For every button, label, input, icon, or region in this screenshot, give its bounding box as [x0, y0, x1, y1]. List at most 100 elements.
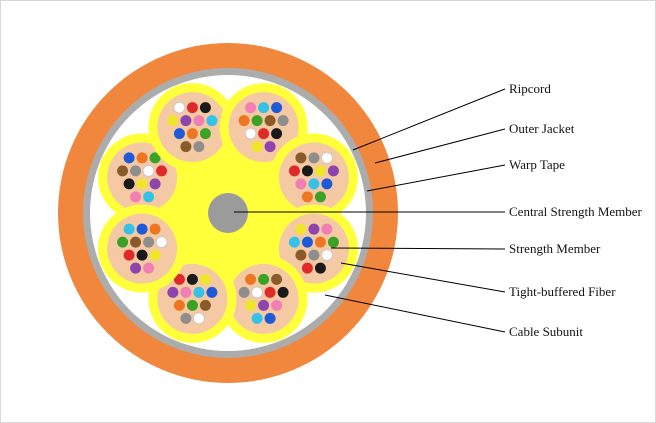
tight-buffered-fiber	[264, 141, 276, 153]
tight-buffered-fiber	[186, 128, 198, 140]
tight-buffered-fiber	[288, 236, 300, 248]
tight-buffered-fiber	[136, 152, 148, 164]
tight-buffered-fiber	[186, 102, 198, 114]
tight-buffered-fiber	[308, 152, 320, 164]
tight-buffered-fiber	[321, 223, 333, 235]
tight-buffered-fiber	[314, 236, 326, 248]
tight-buffered-fiber	[301, 262, 313, 274]
tight-buffered-fiber	[288, 165, 300, 177]
tight-buffered-fiber	[251, 312, 263, 324]
tight-buffered-fiber	[295, 152, 307, 164]
tight-buffered-fiber	[180, 286, 192, 298]
tight-buffered-fiber	[155, 236, 168, 249]
tight-buffered-fiber	[295, 249, 307, 261]
tight-buffered-fiber	[271, 128, 283, 140]
tight-buffered-fiber	[320, 151, 333, 164]
tight-buffered-fiber	[117, 165, 129, 177]
tight-buffered-fiber	[301, 236, 313, 248]
tight-buffered-fiber	[143, 191, 155, 203]
label-strength-member: Strength Member	[509, 241, 601, 256]
tight-buffered-fiber	[149, 178, 161, 190]
tight-buffered-fiber	[149, 152, 161, 164]
tight-buffered-fiber	[271, 273, 283, 285]
label-outer-jacket: Outer Jacket	[509, 121, 575, 136]
tight-buffered-fiber	[199, 299, 211, 311]
tight-buffered-fiber	[136, 249, 148, 261]
tight-buffered-fiber	[258, 128, 270, 140]
tight-buffered-fiber	[327, 165, 339, 177]
leader-line-6	[324, 294, 506, 333]
tight-buffered-fiber	[258, 299, 270, 311]
label-tight-buffered-fiber: Tight-buffered Fiber	[509, 284, 616, 299]
tight-buffered-fiber	[295, 178, 307, 190]
tight-buffered-fiber	[123, 223, 135, 235]
tight-buffered-fiber	[295, 223, 307, 235]
tight-buffered-fiber	[149, 223, 161, 235]
tight-buffered-fiber	[199, 128, 211, 140]
tight-buffered-fiber	[271, 102, 283, 114]
leader-line-4	[330, 247, 506, 250]
tight-buffered-fiber	[308, 178, 320, 190]
tight-buffered-fiber	[192, 312, 205, 325]
leader-line-5	[340, 262, 506, 293]
tight-buffered-fiber	[308, 249, 320, 261]
tight-buffered-fiber	[245, 299, 257, 311]
tight-buffered-fiber	[142, 164, 155, 177]
tight-buffered-fiber	[193, 115, 205, 127]
tight-buffered-fiber	[238, 115, 250, 127]
tight-buffered-fiber	[314, 165, 326, 177]
tight-buffered-fiber	[199, 273, 211, 285]
tight-buffered-fiber	[173, 273, 185, 285]
leader-line-0	[352, 88, 506, 151]
label-central-strength-member: Central Strength Member	[509, 204, 642, 219]
tight-buffered-fiber	[258, 273, 270, 285]
tight-buffered-fiber	[251, 141, 263, 153]
tight-buffered-fiber	[167, 115, 179, 127]
tight-buffered-fiber	[271, 299, 283, 311]
tight-buffered-fiber	[301, 165, 313, 177]
tight-buffered-fiber	[167, 286, 179, 298]
label-warp-tape: Warp Tape	[509, 157, 565, 172]
tight-buffered-fiber	[143, 262, 155, 274]
tight-buffered-fiber	[314, 191, 326, 203]
tight-buffered-fiber	[244, 127, 257, 140]
tight-buffered-fiber	[238, 286, 250, 298]
tight-buffered-fiber	[149, 249, 161, 261]
tight-buffered-fiber	[180, 115, 192, 127]
tight-buffered-fiber	[130, 262, 142, 274]
tight-buffered-fiber	[143, 236, 155, 248]
tight-buffered-fiber	[173, 299, 185, 311]
leader-line-1	[374, 128, 506, 164]
tight-buffered-fiber	[277, 286, 289, 298]
tight-buffered-fiber	[173, 128, 185, 140]
tight-buffered-fiber	[206, 286, 218, 298]
tight-buffered-fiber	[320, 249, 333, 262]
tight-buffered-fiber	[264, 286, 276, 298]
tight-buffered-fiber	[245, 273, 257, 285]
label-ripcord: Ripcord	[509, 81, 551, 96]
tight-buffered-fiber	[277, 115, 289, 127]
tight-buffered-fiber	[186, 273, 198, 285]
tight-buffered-fiber	[136, 223, 148, 235]
tight-buffered-fiber	[251, 115, 263, 127]
tight-buffered-fiber	[123, 249, 135, 261]
tight-buffered-fiber	[264, 115, 276, 127]
central-strength-member	[208, 193, 248, 233]
tight-buffered-fiber	[193, 286, 205, 298]
tight-buffered-fiber	[321, 178, 333, 190]
tight-buffered-fiber	[264, 312, 276, 324]
tight-buffered-fiber	[327, 236, 339, 248]
tight-buffered-fiber	[206, 115, 218, 127]
tight-buffered-fiber	[130, 191, 142, 203]
tight-buffered-fiber	[251, 286, 264, 299]
tight-buffered-fiber	[123, 152, 135, 164]
tight-buffered-fiber	[136, 178, 148, 190]
tight-buffered-fiber	[314, 262, 326, 274]
tight-buffered-fiber	[245, 102, 257, 114]
leader-line-2	[366, 164, 506, 192]
tight-buffered-fiber	[180, 312, 192, 324]
tight-buffered-fiber	[193, 141, 205, 153]
tight-buffered-fiber	[156, 165, 168, 177]
